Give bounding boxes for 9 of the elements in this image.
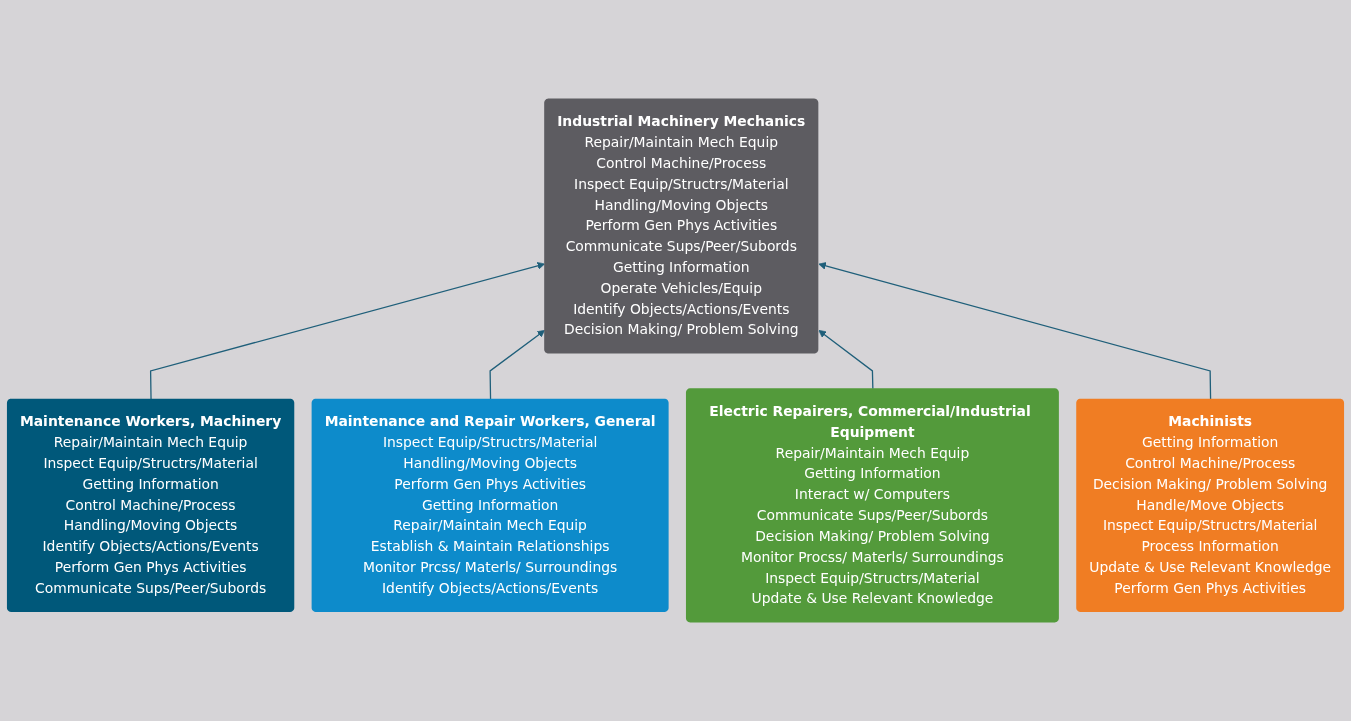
arrow — [818, 262, 1212, 400]
node-box: Industrial Machinery Mechanics Repair/Maintain Mech Equip Control Machine/Process Inspect Equip/Structrs/Material Handling/Moving Objects Perform Gen Phys Activities Communicate Sups/Peer/Subords Getting Information Operate Vehicles/Equip Identify Objects/Actions/Events Decision Making/ Problem Solving — [544, 98, 819, 354]
arrow — [149, 262, 545, 400]
node-box: Maintenance and Repair Workers, General Inspect Equip/Structrs/Material Handling/Moving Objects Perform Gen Phys Activities Getting Information Repair/Maintain Mech Equip Establish & Maintain Relationships Monitor Prcss/ Materls/ Surroundings Identify Objects/Actions/Events — [311, 398, 669, 612]
arrow — [818, 330, 874, 390]
node-box: Electric Repairers, Commercial/Industrial Equipment Repair/Maintain Mech Equip Getting Information Interact w/ Computers Communicate Sups/Peer/Subords Decision Making/ Problem Solving Monitor Procss/ Materls/ Surroundings Inspect Equip/Structrs/Material Update & Use Relevant Knowledge — [685, 388, 1059, 623]
arrow — [489, 330, 545, 400]
node-box: Maintenance Workers, Machinery Repair/Maintain Mech Equip Inspect Equip/Structrs/Material Getting Information Control Machine/Process Handling/Moving Objects Identify Objects/Actions/Events Perform Gen Phys Activities Communicate Sups/Peer/Subords — [6, 398, 295, 612]
node-box: Machinists Getting Information Control Machine/Process Decision Making/ Problem Solving Handle/Move Objects Inspect Equip/Structrs/Material Process Information Update & Use Relevant Knowledge Perform Gen Phys Activities — [1076, 398, 1345, 612]
